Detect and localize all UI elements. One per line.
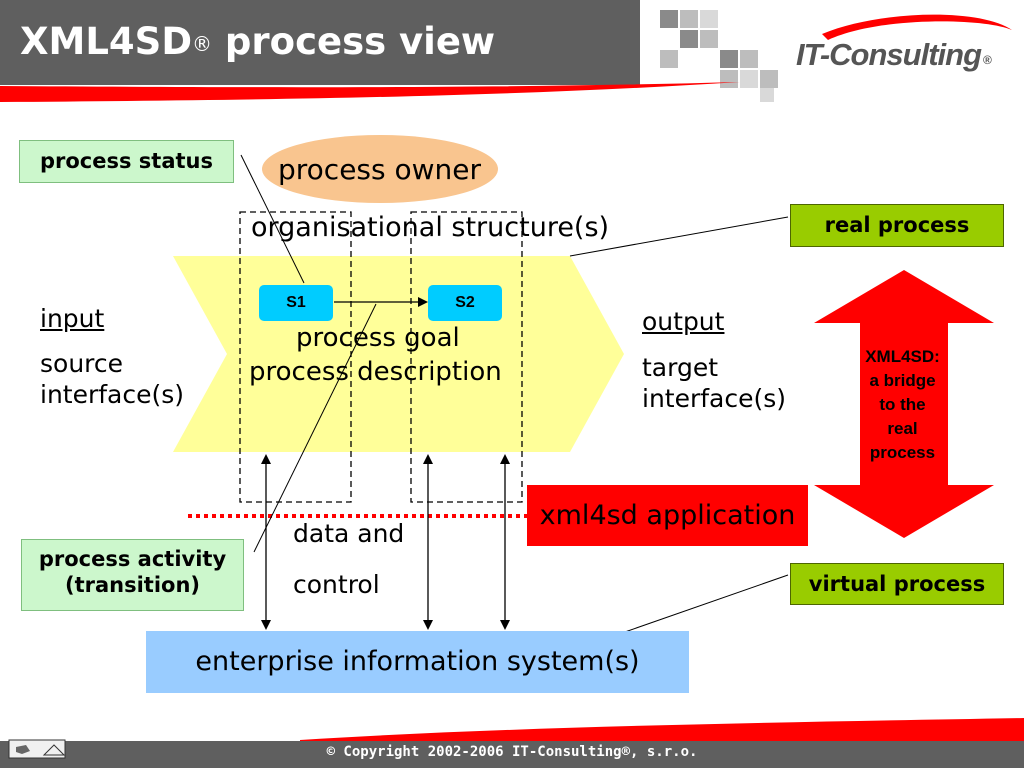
enterprise-information-system-box: enterprise information system(s) [146, 631, 689, 693]
navigation-icon[interactable] [8, 737, 66, 761]
real-process-label: real process [790, 204, 1004, 247]
process-activity-line2: (transition) [64, 573, 201, 597]
xml4sd-application-box: xml4sd application [527, 485, 808, 546]
state-s2: S2 [428, 285, 502, 321]
input-line2: interface(s) [40, 380, 185, 409]
callout-line-status [240, 154, 305, 284]
control-text: control [293, 570, 380, 599]
logo-text: IT-Consulting [796, 37, 982, 72]
title-text: XML4SD [20, 20, 193, 63]
state-s1: S1 [259, 285, 333, 321]
input-heading: input [40, 304, 105, 333]
callout-line-virtual [621, 574, 789, 634]
output-line1: target [642, 353, 719, 382]
org-box-1 [239, 211, 352, 503]
bridge-double-arrow [814, 270, 994, 538]
virtual-process-label: virtual process [790, 563, 1004, 605]
output-heading: output [642, 307, 725, 336]
output-line2: interface(s) [642, 384, 787, 413]
process-activity-label: process activity (transition) [21, 539, 244, 611]
footer-red-wave [300, 718, 1024, 741]
org-structure-text: organisational structure(s) [251, 212, 610, 243]
logo: IT-Consulting® [796, 37, 992, 73]
footer-bar [0, 741, 1024, 768]
bridge-line: to the [879, 395, 926, 414]
title-registered-mark: ® [192, 32, 213, 56]
logo-registered-mark: ® [983, 53, 992, 67]
bridge-line: a bridge [869, 371, 936, 390]
process-status-label: process status [19, 140, 234, 183]
input-line1: source [40, 349, 124, 378]
bridge-line: process [869, 443, 936, 462]
org-box-2 [410, 211, 523, 503]
process-owner-ellipse [262, 135, 498, 203]
header-red-wave [0, 82, 740, 102]
process-owner-text: process owner [278, 153, 482, 186]
process-activity-line1: process activity [38, 547, 227, 571]
data-and-text: data and [293, 519, 405, 548]
page-title: XML4SD® process view [20, 20, 495, 64]
process-description-text: process description [249, 357, 502, 387]
callout-line-activity [253, 303, 377, 553]
bridge-text: XML4SD: a bridge to the real process [845, 345, 960, 465]
copyright-text: © Copyright 2002-2006 IT-Consulting®, s.… [326, 744, 698, 760]
title-text-rest: process view [212, 20, 496, 63]
red-swoosh-icon [822, 14, 1012, 40]
bridge-line: XML4SD: [865, 347, 940, 366]
callout-line-real [569, 216, 789, 257]
process-goal-text: process goal [296, 323, 460, 353]
bridge-line: real [887, 419, 918, 438]
